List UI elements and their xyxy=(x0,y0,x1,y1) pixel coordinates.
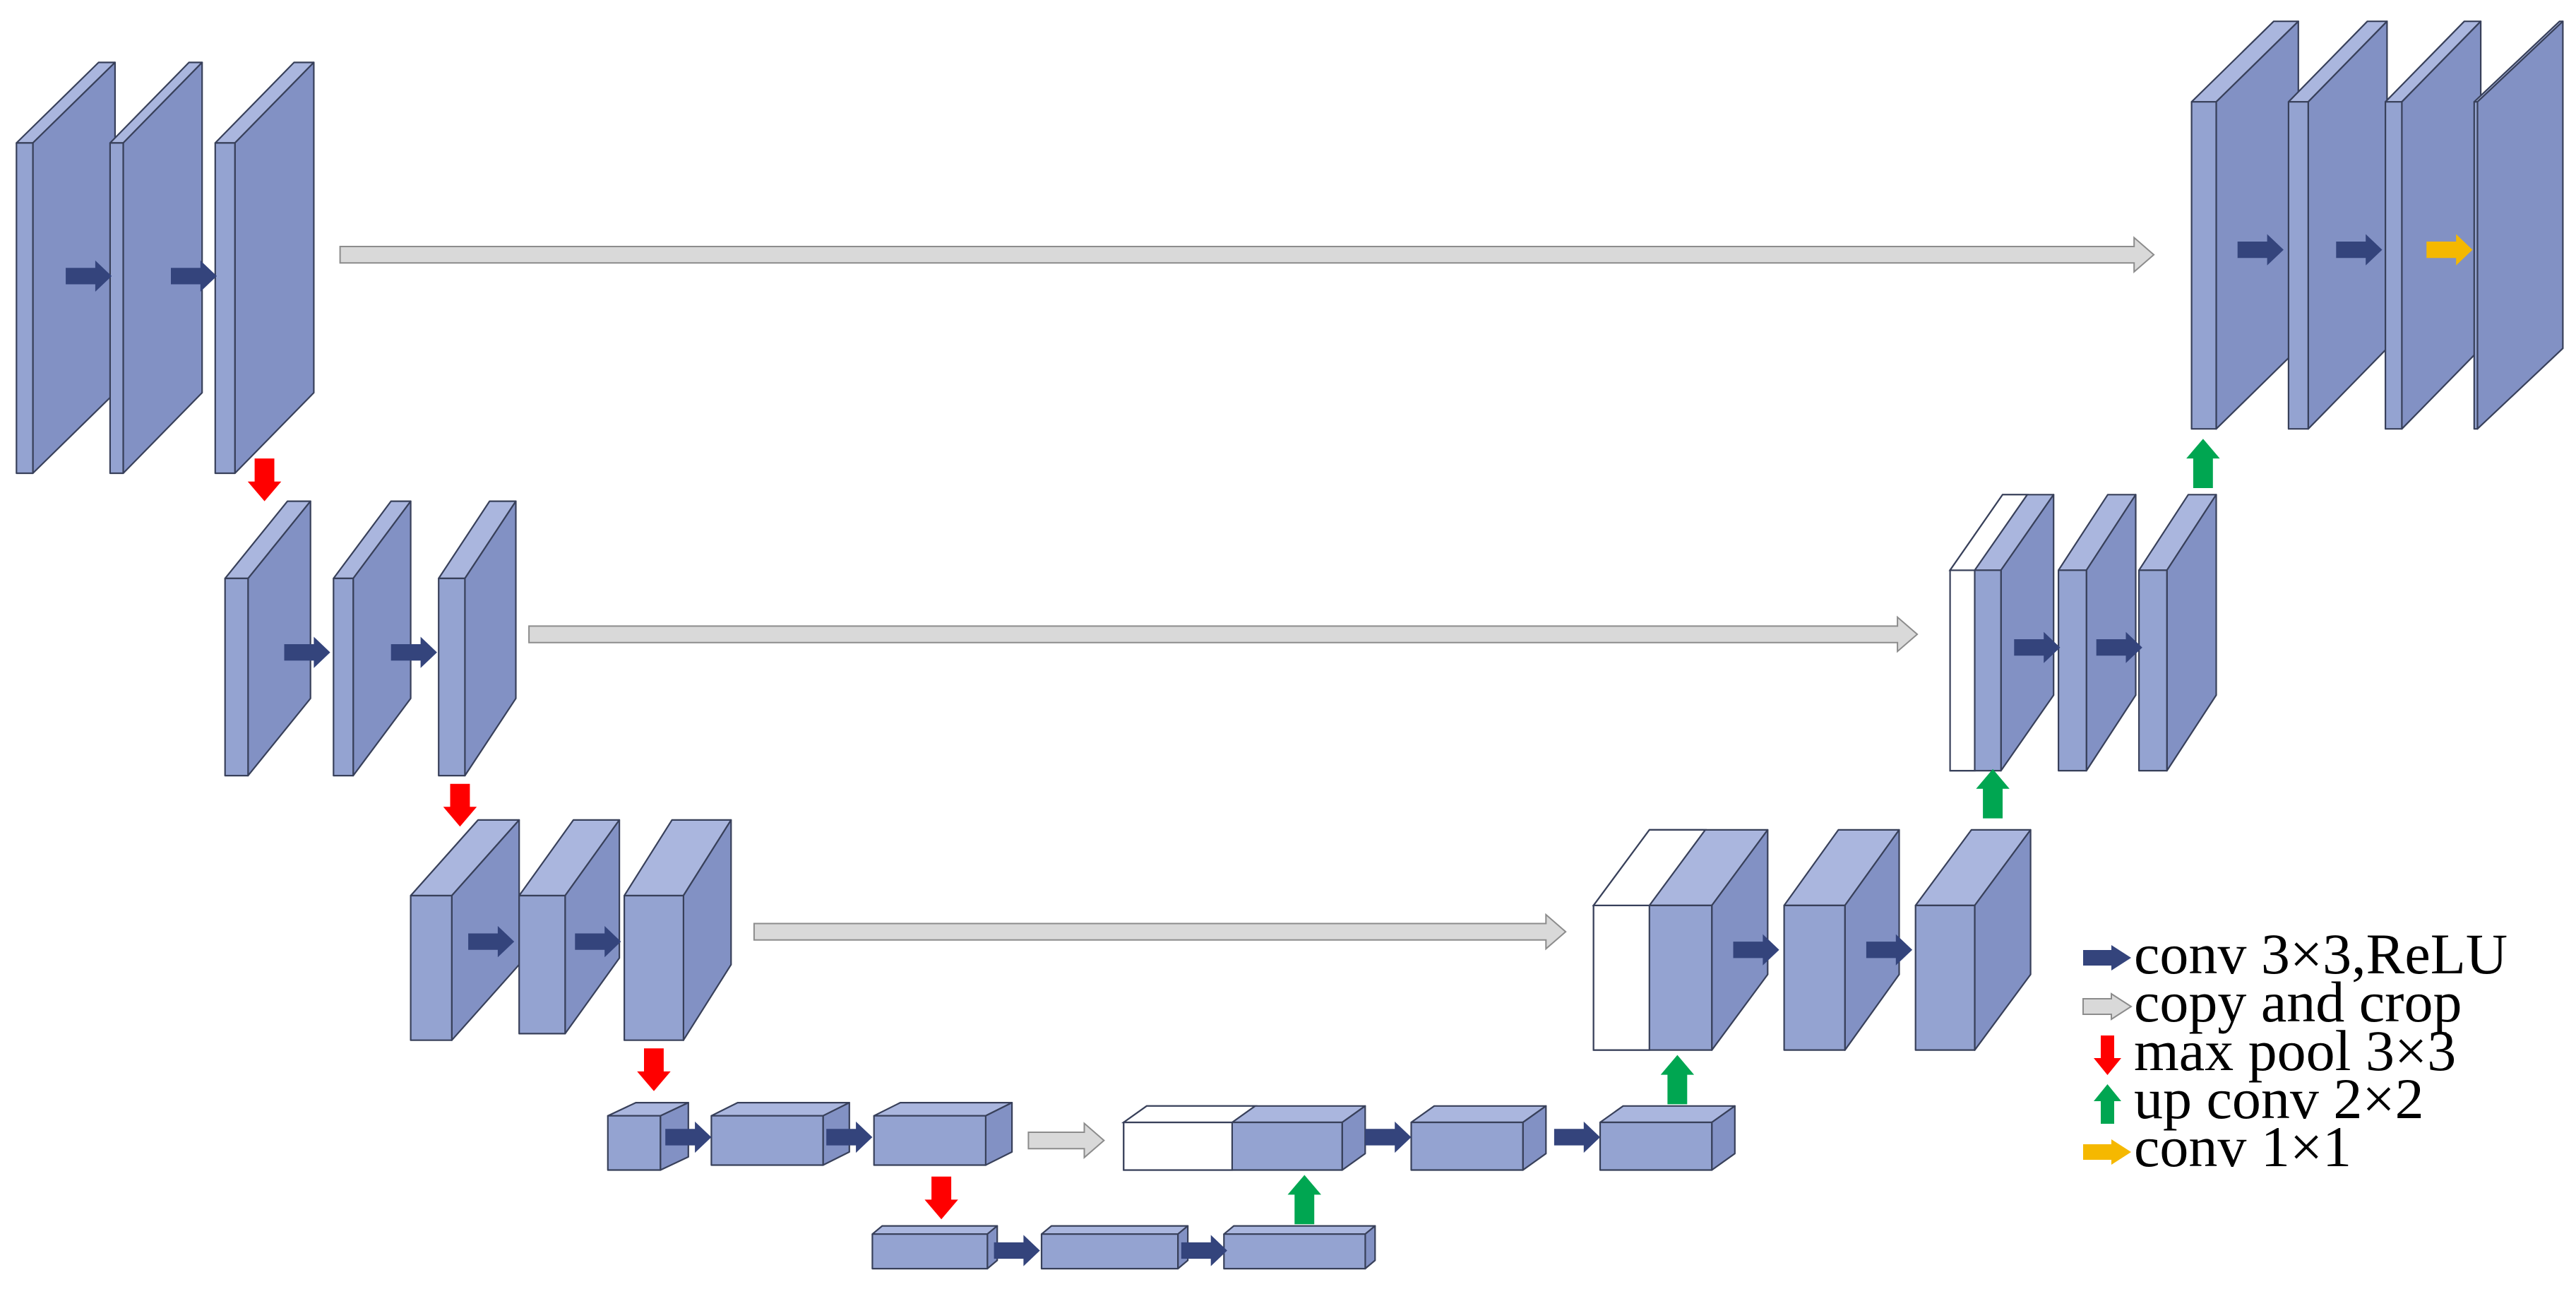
legend-item-pool: max pool 3×3 xyxy=(2094,1019,2456,1083)
conv-arrow xyxy=(284,636,330,668)
dec1-block-3 xyxy=(2385,20,2482,430)
conv-arrow xyxy=(2237,234,2284,266)
conv-arrow xyxy=(994,1235,1040,1266)
dec1-output-block xyxy=(2473,20,2564,430)
dec3-block-3 xyxy=(1914,829,2032,1051)
dec1-block-1 xyxy=(2190,20,2299,430)
enc1-block-3 xyxy=(214,61,315,475)
enc3-block-1 xyxy=(410,819,520,1041)
bottleneck-block-1 xyxy=(871,1225,998,1270)
conv-arrow xyxy=(2096,631,2142,663)
dec4-block-2 xyxy=(1410,1105,1547,1171)
copy-arrow xyxy=(753,913,1567,951)
conv-arrow xyxy=(468,926,515,958)
conv-arrow xyxy=(171,260,217,292)
legend-item-final: conv 1×1 xyxy=(2083,1115,2351,1179)
final-arrow-icon xyxy=(2083,1139,2131,1165)
dec3-block-1 xyxy=(1592,829,1769,1051)
enc4-block-1 xyxy=(607,1101,689,1171)
conv-arrow xyxy=(1181,1235,1227,1266)
dec1-block-2 xyxy=(2287,20,2388,430)
conv-arrow xyxy=(826,1121,873,1153)
legend-label-copy: copy and crop xyxy=(2134,970,2462,1034)
legend-label-pool: max pool 3×3 xyxy=(2134,1019,2456,1083)
enc2-block-2 xyxy=(333,500,412,777)
conv-arrow xyxy=(1365,1121,1412,1153)
up-arrow xyxy=(1660,1055,1695,1105)
conv-arrow xyxy=(1733,934,1779,966)
conv-arrow xyxy=(665,1121,712,1153)
pool-arrow-icon xyxy=(2094,1035,2121,1075)
up-arrow xyxy=(1287,1175,1321,1225)
copy-arrow xyxy=(528,615,1919,653)
legend-item-up: up conv 2×2 xyxy=(2094,1067,2424,1131)
copy-arrow xyxy=(339,236,2155,273)
dec2-block-2 xyxy=(2058,494,2137,772)
legend-label-up: up conv 2×2 xyxy=(2134,1067,2424,1131)
enc2-block-3 xyxy=(438,500,517,777)
conv-arrow-icon xyxy=(2083,945,2131,970)
up-arrow-icon xyxy=(2094,1084,2121,1124)
legend-item-copy: copy and crop xyxy=(2082,970,2462,1034)
bottleneck-block-3 xyxy=(1223,1225,1376,1270)
conv-arrow xyxy=(1866,934,1913,966)
pool-arrow xyxy=(924,1176,958,1220)
dec4-block-1 xyxy=(1121,1105,1366,1171)
conv-arrow xyxy=(66,260,112,292)
legend-label-conv: conv 3×3,ReLU xyxy=(2134,922,2508,986)
pool-arrow xyxy=(637,1048,671,1091)
dec3-block-2 xyxy=(1783,829,1900,1051)
up-arrow xyxy=(2186,439,2220,488)
conv-arrow xyxy=(390,636,437,668)
conv-arrow xyxy=(2014,631,2061,663)
dec2-block-3 xyxy=(2138,494,2217,772)
bottleneck-block-2 xyxy=(1040,1225,1189,1270)
feature-map-blocks xyxy=(16,20,2564,1270)
pool-arrow xyxy=(247,458,282,501)
final-conv-arrow xyxy=(2426,234,2473,266)
legend-label-final: conv 1×1 xyxy=(2134,1115,2351,1179)
flow-arrows xyxy=(66,234,2473,1266)
enc3-block-2 xyxy=(518,819,621,1035)
copy-arrow-icon xyxy=(2082,992,2133,1021)
enc1-block-2 xyxy=(109,61,203,475)
conv-arrow xyxy=(575,926,621,958)
enc2-block-1 xyxy=(224,500,311,777)
legend: conv 3×3,ReLU copy and crop max pool 3×3… xyxy=(2082,922,2508,1179)
enc3-block-3 xyxy=(623,819,732,1041)
pool-arrow xyxy=(443,783,477,827)
dec2-block-1 xyxy=(1948,494,2055,772)
dec4-block-3 xyxy=(1599,1105,1736,1171)
conv-arrow xyxy=(2336,234,2383,266)
conv-arrow xyxy=(1554,1121,1600,1153)
up-arrow xyxy=(1976,768,2010,819)
copy-arrow xyxy=(1027,1122,1105,1159)
legend-item-conv: conv 3×3,ReLU xyxy=(2083,922,2508,986)
enc4-block-3 xyxy=(873,1101,1013,1166)
